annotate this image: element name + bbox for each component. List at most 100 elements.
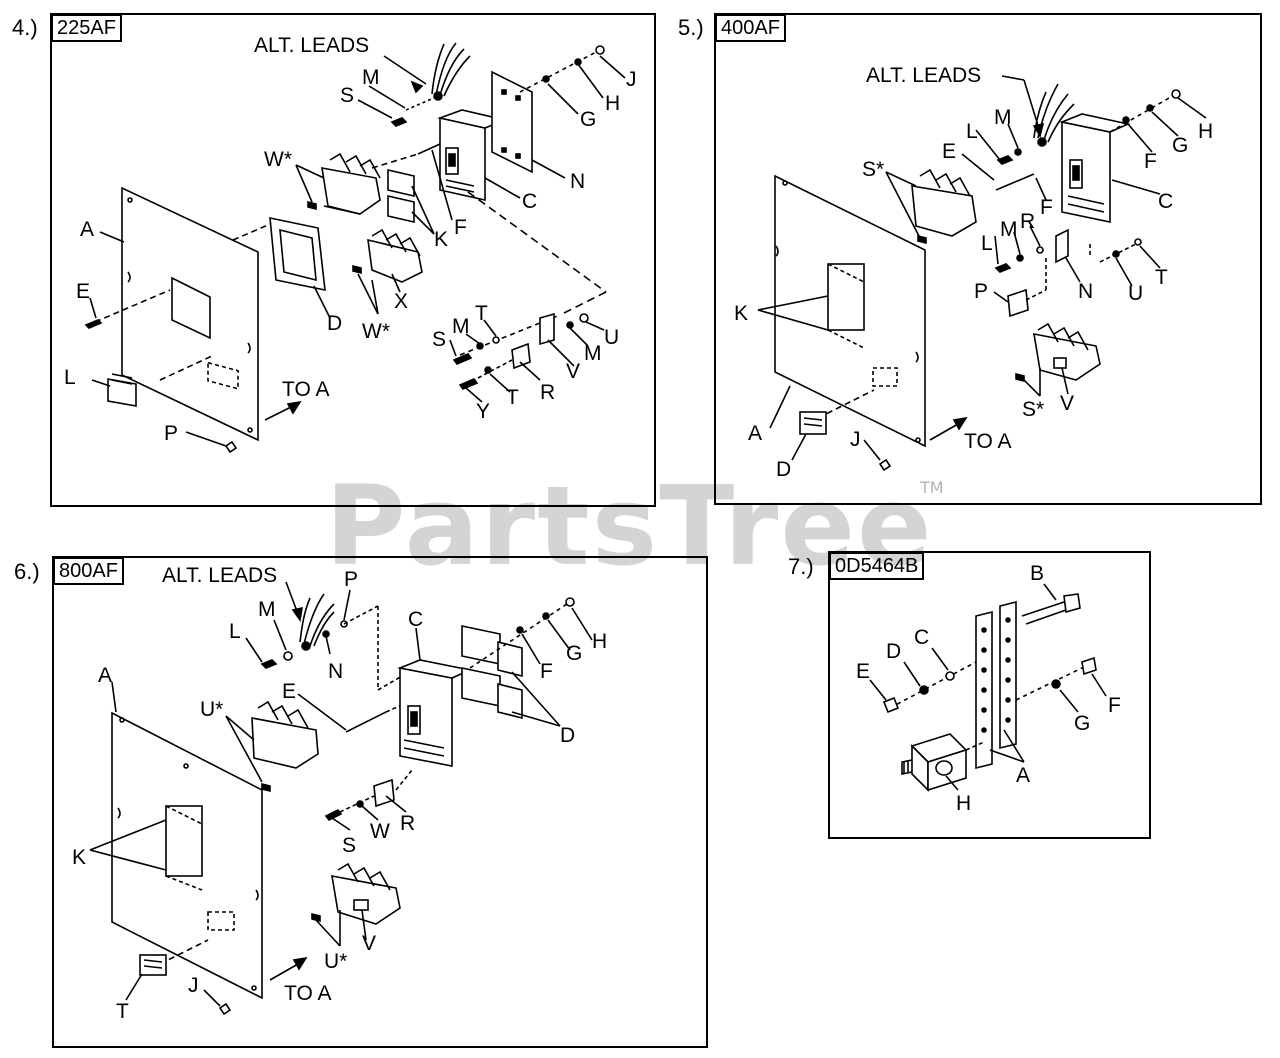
panel-225af — [50, 13, 656, 507]
callout-5-m: M — [994, 106, 1012, 129]
callout-4-t-lower: T — [475, 302, 488, 325]
callout-5-e: E — [942, 140, 956, 163]
partstree-watermark: PartsTree — [325, 462, 934, 590]
callout-6-k: K — [72, 846, 86, 869]
callout-4-p: P — [164, 422, 178, 445]
callout-5-p: P — [974, 280, 988, 303]
callout-7-c: C — [914, 626, 929, 649]
callout-5-f-left: F — [1040, 196, 1053, 219]
callout-4-m-right: M — [584, 342, 602, 365]
callout-6-f: F — [540, 660, 553, 683]
callout-7-h: H — [956, 792, 971, 815]
callout-4-w-star-top: W* — [264, 148, 292, 171]
callout-6-m: M — [258, 598, 276, 621]
callout-4-l: L — [64, 366, 76, 389]
callout-6-v: V — [362, 932, 376, 955]
callout-4-j: J — [626, 68, 637, 91]
callout-4-w-star-bottom: W* — [362, 320, 390, 343]
callout-4-h: H — [605, 92, 620, 115]
callout-6-s: S — [342, 834, 356, 857]
callout-5-s-star-bottom: S* — [1022, 398, 1044, 421]
callout-7-d: D — [886, 640, 901, 663]
callout-6-p: P — [344, 568, 358, 591]
diagram-0d5464b — [869, 583, 1107, 792]
panel-0d5464b — [828, 551, 1151, 839]
callout-6-c: C — [408, 608, 423, 631]
callout-6-alt-leads: ALT. LEADS — [162, 564, 277, 587]
callout-5-r: R — [1020, 210, 1035, 233]
diagram-400af — [757, 75, 1207, 472]
callout-6-to-a: TO A — [284, 982, 331, 1005]
panel-800af — [52, 556, 708, 1048]
callout-6-d: D — [560, 724, 575, 747]
callout-5-l: L — [966, 120, 978, 143]
callout-4-f: F — [454, 216, 467, 239]
callout-4-s-lower: S — [432, 328, 446, 351]
callout-4-to-a: TO A — [282, 378, 329, 401]
callout-5-u: U — [1128, 282, 1143, 305]
callout-4-v: V — [566, 360, 580, 383]
callout-4-m: M — [362, 66, 380, 89]
callout-4-g: G — [580, 108, 596, 131]
callout-5-c: C — [1158, 190, 1173, 213]
callout-4-u: U — [604, 326, 619, 349]
callout-4-x: X — [394, 290, 408, 313]
callout-6-r: R — [400, 812, 415, 835]
callout-5-a: A — [748, 422, 762, 445]
callout-6-a: A — [98, 664, 112, 687]
panel-800af-number: 6.) — [14, 559, 40, 584]
panel-225af-title: 225AF — [51, 14, 122, 42]
callout-6-g: G — [566, 642, 582, 665]
panel-225af-number: 4.) — [12, 15, 38, 40]
callout-5-h: H — [1198, 120, 1213, 143]
diagram-225af — [84, 42, 626, 454]
callout-5-k: K — [734, 302, 748, 325]
callout-7-a: A — [1016, 764, 1030, 787]
callout-6-w: W — [370, 820, 390, 843]
callout-4-n: N — [570, 170, 585, 193]
callout-4-t-bottom: T — [506, 386, 519, 409]
callout-6-u-star-bottom: U* — [324, 950, 347, 973]
callout-4-s: S — [340, 84, 354, 107]
callout-4-c: C — [522, 190, 537, 213]
callout-6-u-star-top: U* — [200, 698, 223, 721]
panel-400af-title: 400AF — [715, 14, 786, 42]
callout-5-v: V — [1060, 392, 1074, 415]
callout-5-s-star-top: S* — [862, 158, 884, 181]
panel-0d5464b-number: 7.) — [788, 554, 814, 579]
callout-6-t: T — [116, 1000, 129, 1023]
callout-4-m-lower: M — [452, 315, 470, 338]
callout-7-f: F — [1108, 694, 1121, 717]
diagram-800af — [89, 581, 593, 1016]
panel-800af-title: 800AF — [53, 557, 124, 585]
callout-4-k: K — [434, 228, 448, 251]
callout-7-e: E — [856, 660, 870, 683]
callout-6-l: L — [229, 620, 241, 643]
callout-5-d: D — [776, 458, 791, 481]
callout-5-m-middle: M — [1000, 218, 1018, 241]
callout-6-h: H — [592, 630, 607, 653]
callout-4-alt-leads: ALT. LEADS — [254, 34, 369, 57]
callout-5-to-a: TO A — [964, 430, 1011, 453]
callout-5-j: J — [850, 428, 861, 451]
callout-6-j: J — [188, 974, 199, 997]
panel-0d5464b-title: 0D5464B — [829, 552, 925, 580]
callout-4-y: Y — [476, 400, 490, 423]
callout-4-d: D — [327, 312, 342, 335]
callout-4-a: A — [80, 218, 94, 241]
callout-5-t: T — [1155, 266, 1168, 289]
callout-5-g: G — [1172, 134, 1188, 157]
callout-5-n: N — [1078, 280, 1093, 303]
callout-6-e: E — [282, 680, 296, 703]
panel-400af — [714, 13, 1262, 505]
callout-4-r: R — [540, 381, 555, 404]
callout-5-alt-leads: ALT. LEADS — [866, 64, 981, 87]
callout-5-l-middle: L — [981, 232, 993, 255]
callout-7-b: B — [1030, 562, 1044, 585]
callout-5-f-right: F — [1144, 150, 1157, 173]
callout-6-n: N — [328, 660, 343, 683]
callout-7-g: G — [1074, 712, 1090, 735]
callout-4-e: E — [76, 280, 90, 303]
trademark-mark: TM — [920, 478, 944, 497]
